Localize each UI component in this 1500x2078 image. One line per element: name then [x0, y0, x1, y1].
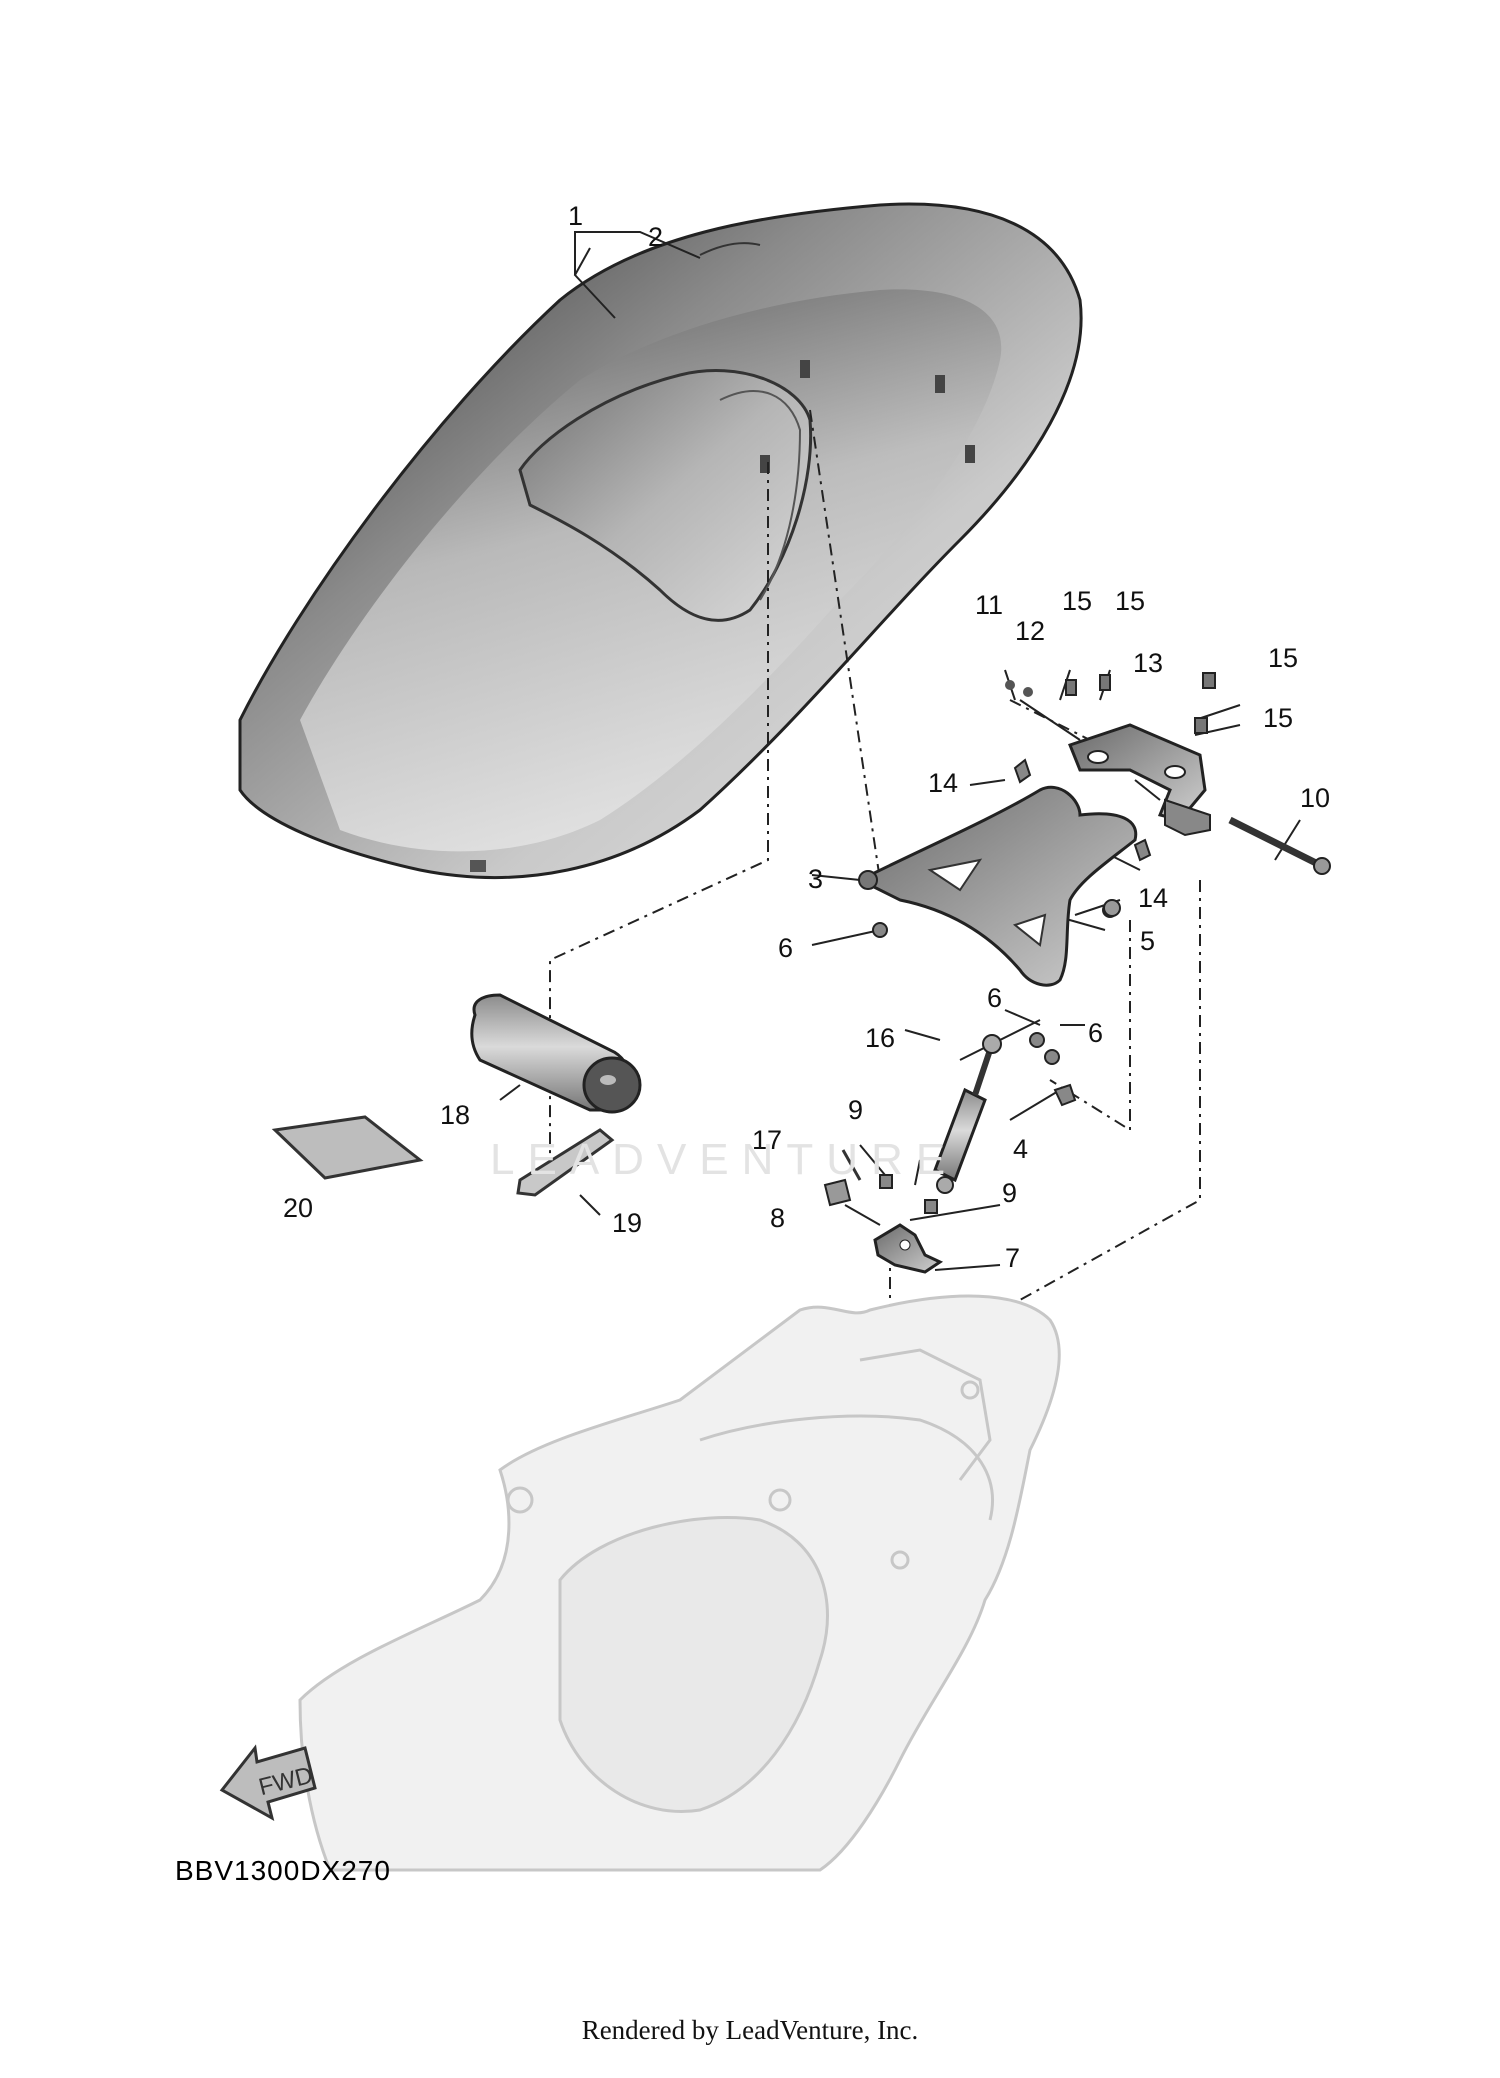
callout-3[interactable]: 3: [808, 864, 824, 894]
diagram-code: BBV1300DX270: [175, 1855, 391, 1886]
callout-13[interactable]: 13: [1133, 648, 1164, 678]
callout-10[interactable]: 10: [1300, 783, 1331, 813]
callout-9b[interactable]: 9: [1002, 1178, 1018, 1208]
footer-credit: Rendered by LeadVenture, Inc.: [581, 2015, 919, 2045]
callout-19[interactable]: 19: [612, 1208, 643, 1238]
watermark: LEADVENTURE: [490, 1135, 959, 1184]
callout-8[interactable]: 8: [770, 1203, 786, 1233]
gas-strut: [933, 1034, 1077, 1194]
callout-6a[interactable]: 6: [778, 933, 794, 963]
callout-4[interactable]: 4: [1013, 1134, 1029, 1164]
callout-6c[interactable]: 6: [1088, 1018, 1104, 1048]
forward-arrow: [219, 1744, 317, 1822]
hinge-plate: [1005, 672, 1216, 917]
callout-9a[interactable]: 9: [848, 1095, 864, 1125]
callout-15d[interactable]: 15: [1263, 703, 1294, 733]
callout-5[interactable]: 5: [1140, 926, 1156, 956]
lower-bracket: [823, 1149, 944, 1274]
callout-11[interactable]: 11: [975, 590, 1004, 620]
callout-14b[interactable]: 14: [1138, 883, 1169, 913]
callout-20[interactable]: 20: [283, 1193, 314, 1223]
callout-2[interactable]: 2: [648, 222, 664, 252]
callout-15a[interactable]: 15: [1062, 586, 1093, 616]
seat-assembly: [238, 202, 1083, 879]
callout-16[interactable]: 16: [865, 1023, 896, 1053]
callout-7[interactable]: 7: [1005, 1243, 1021, 1273]
tool-kit-parts: [271, 993, 642, 1197]
callout-18[interactable]: 18: [440, 1100, 471, 1130]
callout-15b[interactable]: 15: [1115, 586, 1146, 616]
callout-14a[interactable]: 14: [928, 768, 959, 798]
rear-frame: [298, 1294, 1061, 1872]
callout-15c[interactable]: 15: [1268, 643, 1299, 673]
callout-17[interactable]: 17: [752, 1125, 783, 1155]
callout-12[interactable]: 12: [1015, 616, 1046, 646]
hinge-pin: [1228, 816, 1331, 875]
callout-1[interactable]: 1: [568, 201, 584, 231]
callout-6b[interactable]: 6: [987, 983, 1003, 1013]
